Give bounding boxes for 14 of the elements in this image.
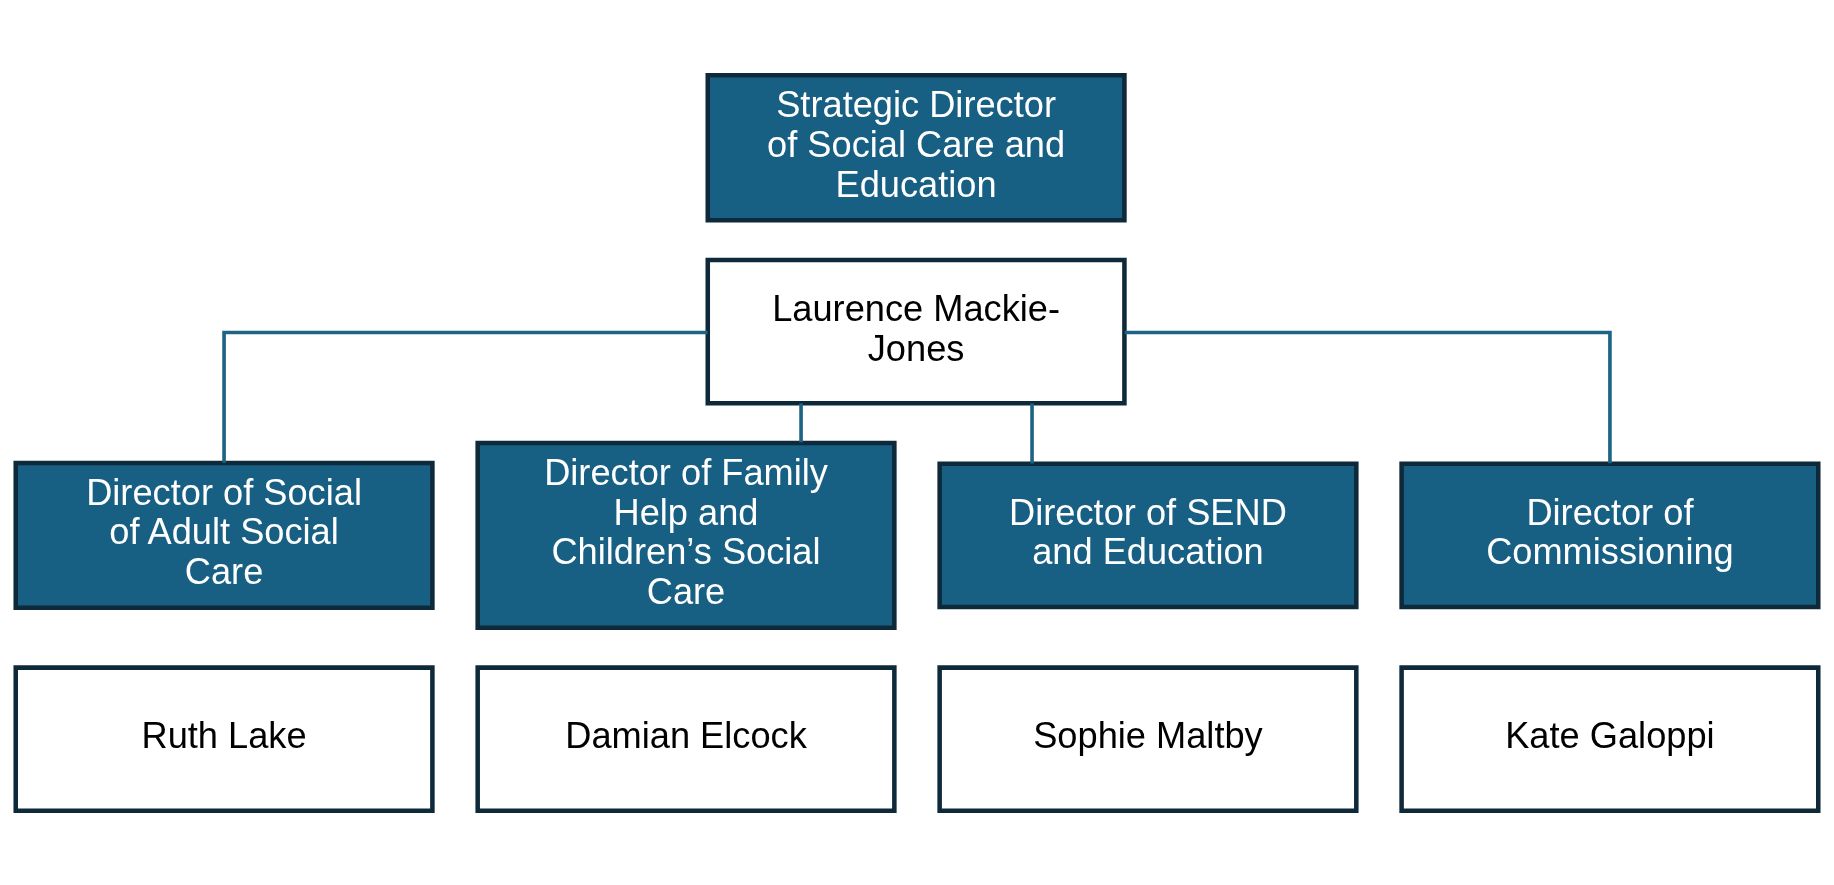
node-box: Director of Social of Adult Social Care — [13, 460, 435, 610]
node-box: Sophie Maltby — [937, 664, 1359, 813]
connector — [1030, 402, 1034, 463]
node-box: Kate Galoppi — [1399, 664, 1821, 813]
connector — [222, 330, 708, 463]
node-box: Laurence Mackie-Jones — [705, 257, 1127, 405]
connector — [799, 402, 803, 442]
node-box: Ruth Lake — [13, 664, 435, 813]
node-box: Director of Commissioning — [1399, 461, 1821, 609]
node-box: Director of SEND and Education — [937, 461, 1359, 609]
node-box: Damian Elcock — [475, 664, 897, 813]
node-box: Director of Family Help and Children’s Social Care — [475, 440, 897, 630]
connector — [1124, 330, 1612, 463]
node-box: Strategic Director of Social Care and Education — [705, 72, 1127, 222]
